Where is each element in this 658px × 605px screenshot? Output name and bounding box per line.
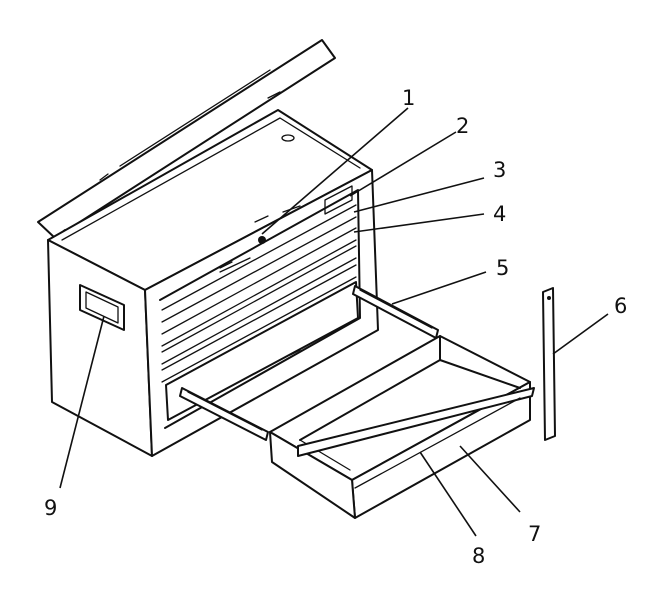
callout-9: 9 [44, 496, 58, 520]
callout-3: 3 [493, 158, 507, 182]
callout-5: 5 [496, 256, 510, 280]
callout-2: 2 [456, 114, 470, 138]
left-drawer-slide [179, 387, 269, 441]
lock [254, 215, 269, 244]
lid [37, 39, 336, 239]
callout-8: 8 [472, 544, 486, 568]
callout-7: 7 [528, 522, 542, 546]
callout-4: 4 [493, 202, 507, 226]
callout-1: 1 [402, 86, 416, 110]
leader-lines [59, 107, 609, 537]
callout-6: 6 [614, 294, 628, 318]
drawer [269, 335, 535, 519]
cabinet-front [144, 169, 379, 457]
side-strip [542, 287, 556, 441]
